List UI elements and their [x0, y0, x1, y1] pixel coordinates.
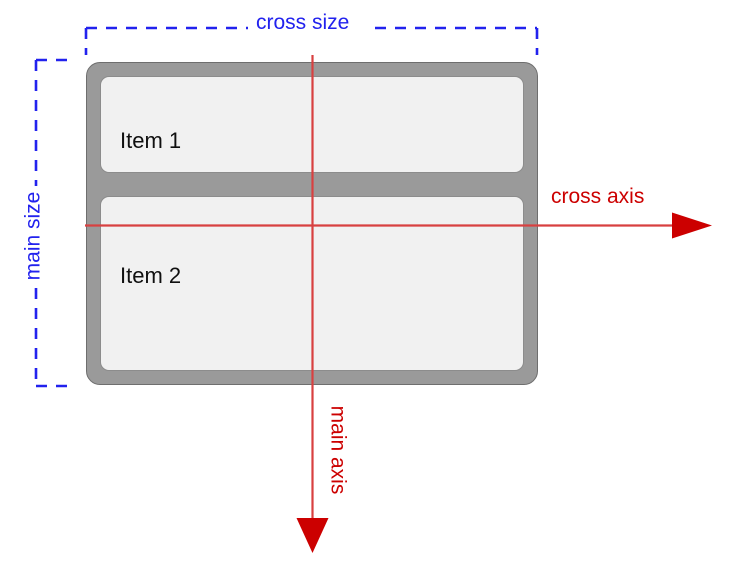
cross-size-bracket	[84, 26, 539, 55]
main-axis-label: main axis	[326, 405, 350, 495]
flex-item-2-label: Item 2	[120, 263, 182, 288]
main-size-bracket	[34, 58, 70, 388]
flex-item-1-label: Item 1	[120, 128, 182, 153]
cross-size-label: cross size	[256, 11, 350, 34]
cross-axis-label: cross axis	[551, 185, 645, 208]
main-axis-arrow	[296, 55, 329, 553]
cross-axis-arrow	[85, 212, 712, 239]
main-size-label: main size	[21, 191, 45, 281]
